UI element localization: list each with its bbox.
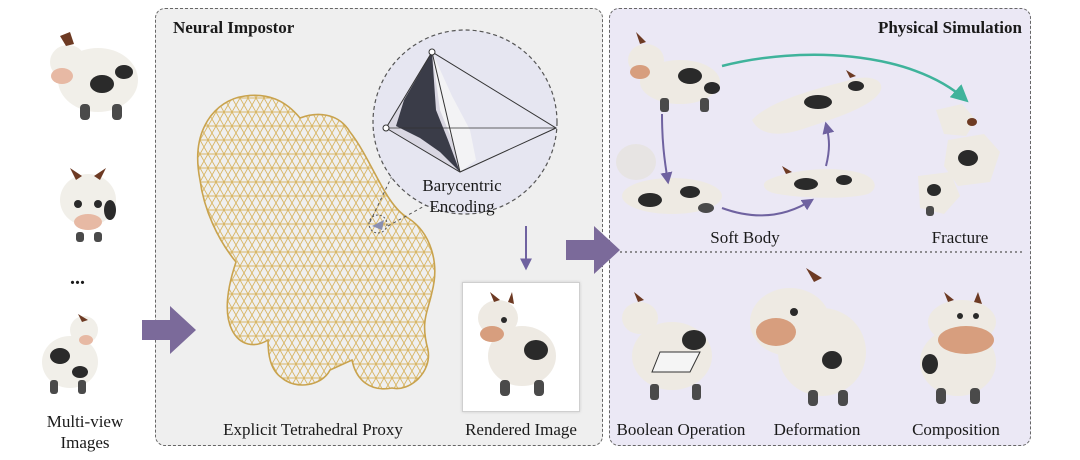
proxy-label: Explicit Tetrahedral Proxy	[223, 420, 403, 439]
teal-arrow-to-fracture	[721, 53, 969, 103]
tetrahedral-proxy-mesh	[197, 94, 436, 390]
rendered-image-label: Rendered Image	[465, 420, 577, 439]
soft-body-cow-squashed	[616, 144, 722, 214]
composition-cow	[920, 292, 996, 404]
input-label-line2: Images	[60, 433, 110, 452]
arrow-impostor-to-simulation	[566, 226, 620, 274]
neural-impostor-title: Neural Impostor	[173, 18, 295, 37]
fracture-cow	[918, 104, 1000, 216]
rendered-cow	[478, 292, 556, 396]
composition-label: Composition	[912, 420, 1000, 439]
input-ellipsis: ...	[70, 267, 85, 289]
boolean-operation-label: Boolean Operation	[616, 420, 746, 439]
arrow-squashed-to-flat	[721, 198, 815, 217]
soft-body-cow-standing	[628, 32, 720, 112]
input-cow-1	[50, 32, 138, 120]
input-cow-2	[60, 168, 116, 242]
soft-body-cow-flat	[763, 166, 875, 198]
deformation-cow	[750, 268, 866, 406]
encoding-label-line2: Encoding	[429, 197, 495, 216]
arrow-standing-to-squashed	[660, 113, 673, 185]
arrow-flat-to-stretched	[822, 121, 835, 167]
fracture-label: Fracture	[931, 228, 989, 247]
input-label-line1: Multi-view	[46, 412, 124, 431]
physical-simulation-title: Physical Simulation	[877, 18, 1022, 37]
encoding-label-line1: Barycentric	[422, 176, 502, 195]
soft-body-cow-stretched	[752, 70, 882, 134]
arrow-input-to-impostor	[142, 306, 196, 354]
deformation-label: Deformation	[773, 420, 861, 439]
barycentric-zoom-circle	[372, 29, 558, 215]
input-cow-3	[42, 314, 98, 394]
boolean-cow	[622, 292, 712, 400]
soft-body-label: Soft Body	[710, 228, 780, 247]
